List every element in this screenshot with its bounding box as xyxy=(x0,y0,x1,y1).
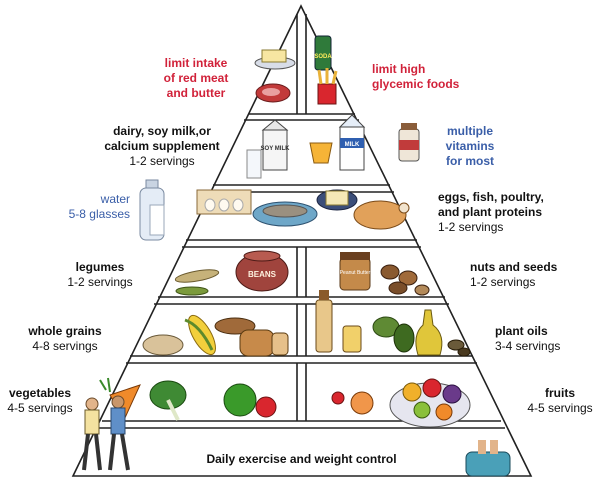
dairy-title-line1: dairy, soy milk,or xyxy=(113,124,211,138)
soy-milk-label: SOY MILK xyxy=(261,146,291,152)
grain-bowl-icon xyxy=(142,334,184,356)
french-fries-icon xyxy=(317,68,338,105)
vegetables-label: vegetables 4-5 servings xyxy=(0,386,80,416)
strawberries-icon xyxy=(331,391,345,405)
legumes-servings: 1-2 servings xyxy=(67,275,133,289)
oil-bottle-icon xyxy=(315,290,333,353)
proteins-title-line2: and plant proteins xyxy=(438,205,543,219)
vitamins-line1: multiple xyxy=(446,124,493,138)
proteins-label: eggs, fish, poultry, and plant proteins … xyxy=(438,190,544,235)
proteins-servings: 1-2 servings xyxy=(438,220,504,234)
milk-glass-icon xyxy=(246,149,262,179)
nuts-label: nuts and seeds 1-2 servings xyxy=(470,260,557,290)
olive-oil-carafe-icon xyxy=(415,309,443,356)
water-bottle-icon xyxy=(139,179,165,241)
vitamins-line3: for most xyxy=(446,154,494,168)
water-servings: 5-8 glasses xyxy=(68,207,130,221)
milk-label: MILK xyxy=(345,142,360,148)
nuts-title: nuts and seeds xyxy=(470,260,558,274)
grains-title: whole grains xyxy=(28,324,102,338)
legume-pods-icon xyxy=(174,269,220,296)
grains-label: whole grains 4-8 servings xyxy=(10,324,120,354)
fruits-servings: 4-5 servings xyxy=(527,401,593,415)
limit-red-meat-line2: of red meat xyxy=(163,71,229,85)
dairy-label: dairy, soy milk,or calcium supplement 1-… xyxy=(82,124,242,169)
legumes-title: legumes xyxy=(75,260,125,274)
water-title: water xyxy=(100,192,130,206)
base-exercise-label: Daily exercise and weight control xyxy=(206,452,397,466)
vitamins-line2: vitamins xyxy=(445,139,495,153)
leafy-greens-icon xyxy=(149,380,187,421)
limit-glycemic-label: limit high glycemic foods xyxy=(372,62,459,92)
tomato-icon xyxy=(255,396,277,418)
limit-red-meat-line1: limit intake xyxy=(164,56,228,70)
soda-can-icon: SODA xyxy=(314,35,332,71)
beans-pot-icon: BEANS xyxy=(235,250,289,292)
roast-chicken-icon xyxy=(353,200,410,230)
grains-servings: 4-8 servings xyxy=(32,339,98,353)
bell-pepper-icon xyxy=(223,383,257,417)
milk-carton-icon: MILK xyxy=(338,114,366,171)
limit-glycemic-line2: glycemic foods xyxy=(372,77,460,91)
vitamin-bottle-icon xyxy=(398,123,420,162)
proteins-title-line1: eggs, fish, poultry, xyxy=(438,190,544,204)
nuts-servings: 1-2 servings xyxy=(470,275,536,289)
yogurt-cup-icon xyxy=(309,142,333,164)
vitamins-label: multiple vitamins for most xyxy=(425,124,515,169)
butter-icon xyxy=(254,49,296,70)
egg-carton-icon xyxy=(196,189,252,215)
peanut-butter-label: Peanut Butter xyxy=(340,270,371,276)
oils-servings: 3-4 servings xyxy=(495,339,561,353)
olives-icon xyxy=(447,339,471,357)
oils-title: plant oils xyxy=(495,324,548,338)
soy-milk-carton-icon: SOY MILK xyxy=(261,119,291,171)
legumes-label: legumes 1-2 servings xyxy=(50,260,150,290)
dairy-servings: 1-2 servings xyxy=(129,154,195,168)
limit-glycemic-line1: limit high xyxy=(372,62,426,76)
vegetables-servings: 4-5 servings xyxy=(7,401,73,415)
nuts-icon xyxy=(380,264,430,296)
peach-icon xyxy=(350,391,374,415)
bread-loaf-icon xyxy=(239,329,289,357)
dairy-title-line2: calcium supplement xyxy=(104,139,220,153)
soda-can-label: SODA xyxy=(314,54,332,60)
avocado-icon xyxy=(372,316,415,353)
bathroom-scale-icon xyxy=(465,440,511,477)
fish-platter-icon xyxy=(252,201,318,227)
corn-cob-icon xyxy=(184,314,216,356)
fruit-bowl-icon xyxy=(389,378,471,428)
fruits-title: fruits xyxy=(545,386,575,400)
limit-red-meat-label: limit intake of red meat and butter xyxy=(140,56,252,101)
peanut-butter-jar-icon: Peanut Butter xyxy=(339,252,371,291)
water-label: water 5-8 glasses xyxy=(40,192,130,222)
walking-people-icon xyxy=(82,395,130,471)
beans-pot-label: BEANS xyxy=(248,270,277,279)
fruits-label: fruits 4-5 servings xyxy=(518,386,602,416)
red-meat-icon xyxy=(255,83,291,103)
small-oil-jar-icon xyxy=(342,325,362,353)
vegetables-title: vegetables xyxy=(8,386,72,400)
cereal-bowl-icon xyxy=(214,317,256,335)
limit-red-meat-line3: and butter xyxy=(166,86,226,100)
oils-label: plant oils 3-4 servings xyxy=(495,324,560,354)
tofu-plate-icon xyxy=(316,189,358,211)
